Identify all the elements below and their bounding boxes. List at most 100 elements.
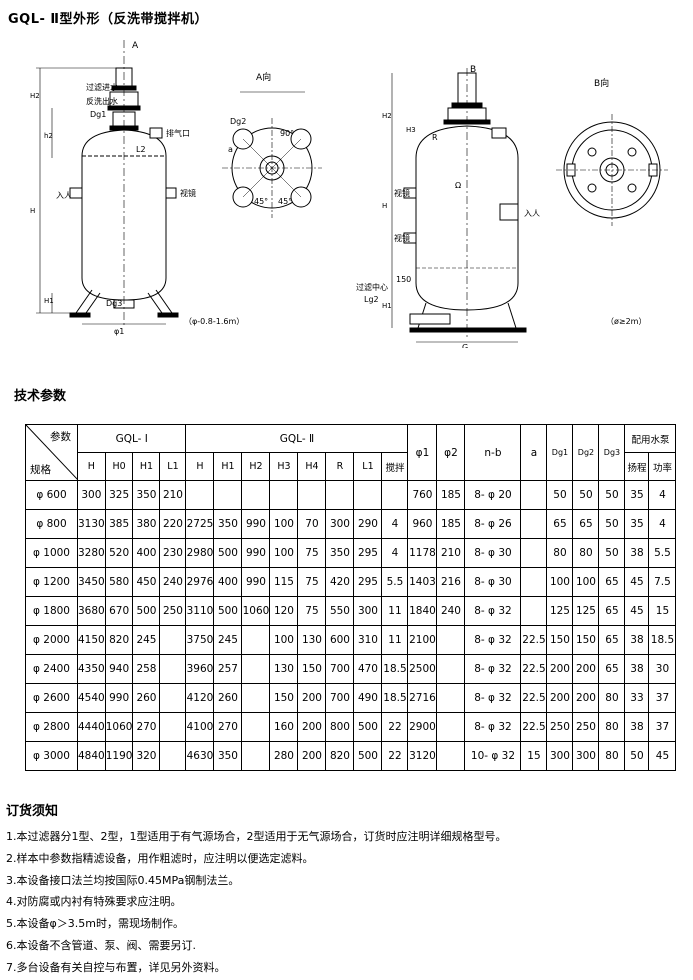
- value-cell: 450: [132, 567, 161, 597]
- value-cell: 50: [572, 480, 600, 510]
- value-cell: 490: [353, 683, 383, 713]
- value-cell: 280: [269, 741, 299, 771]
- value-cell: 100: [269, 509, 299, 539]
- value-cell: 500: [213, 538, 243, 568]
- value-cell: 38: [624, 712, 650, 742]
- svg-text:H: H: [382, 202, 387, 210]
- value-cell: 3750: [185, 625, 215, 655]
- value-cell: 500: [213, 596, 243, 626]
- section-title: 技术参数: [14, 389, 67, 404]
- value-cell: 820: [104, 625, 134, 655]
- value-cell: 8- φ 32: [464, 596, 522, 626]
- diagonal-line: [26, 425, 77, 480]
- spec-cell: φ 3000: [25, 741, 78, 771]
- value-cell: 150: [297, 654, 327, 684]
- marker-b: B: [470, 65, 476, 75]
- value-cell: 1403: [407, 567, 438, 597]
- value-cell: 960: [407, 509, 438, 539]
- value-cell: 115: [269, 567, 299, 597]
- svg-text:Ω: Ω: [455, 181, 461, 190]
- value-cell: [436, 683, 466, 713]
- value-cell: 990: [104, 683, 134, 713]
- value-cell: 2716: [407, 683, 438, 713]
- value-cell: 290: [353, 509, 383, 539]
- value-cell: 4350: [77, 654, 106, 684]
- value-cell: [241, 741, 271, 771]
- value-cell: [520, 567, 548, 597]
- value-cell: 230: [159, 538, 187, 568]
- value-cell: 1190: [104, 741, 134, 771]
- subheader-L1: L1: [353, 452, 383, 481]
- value-cell: 300: [572, 741, 600, 771]
- value-cell: [241, 480, 271, 510]
- value-cell: 200: [297, 712, 327, 742]
- value-cell: 150: [546, 625, 574, 655]
- svg-text:150: 150: [396, 275, 411, 284]
- value-cell: 4: [648, 509, 677, 539]
- value-cell: 270: [132, 712, 161, 742]
- value-cell: 15: [648, 596, 677, 626]
- value-cell: [520, 480, 548, 510]
- note-line: 5.本设备φ＞3.5m时，需现场制作。: [6, 917, 184, 931]
- value-cell: [159, 683, 187, 713]
- value-cell: [520, 596, 548, 626]
- subheader-H0: H0: [104, 452, 134, 481]
- value-cell: [436, 712, 466, 742]
- value-cell: 295: [353, 567, 383, 597]
- value-cell: [381, 480, 409, 510]
- header-phi2: φ2: [436, 424, 466, 481]
- value-cell: 22.5: [520, 654, 548, 684]
- label-inlet: 过滤进水: [86, 82, 118, 92]
- svg-text:H: H: [30, 207, 35, 215]
- value-cell: 30: [648, 654, 677, 684]
- value-cell: [241, 712, 271, 742]
- value-cell: 65: [598, 567, 626, 597]
- value-cell: 4: [381, 509, 409, 539]
- subheader-pump-0: 扬程: [624, 452, 650, 481]
- value-cell: 300: [325, 509, 355, 539]
- spec-cell: φ 800: [25, 509, 78, 539]
- label-vent: 排气口: [166, 128, 190, 138]
- value-cell: [436, 741, 466, 771]
- value-cell: 160: [269, 712, 299, 742]
- value-cell: 700: [325, 654, 355, 684]
- value-cell: 350: [132, 480, 161, 510]
- view-b-label: B向: [594, 77, 609, 89]
- value-cell: [241, 625, 271, 655]
- view-a-label: A向: [256, 71, 271, 83]
- subheader-H3: H3: [269, 452, 299, 481]
- value-cell: [269, 480, 299, 510]
- vessel-right: [391, 68, 527, 343]
- value-cell: 258: [132, 654, 161, 684]
- header-gql1: GQL- Ⅰ: [76, 424, 187, 453]
- value-cell: 385: [104, 509, 134, 539]
- value-cell: 3120: [407, 741, 438, 771]
- value-cell: [325, 480, 355, 510]
- value-cell: 22.5: [520, 625, 548, 655]
- subheader-pump-1: 功率: [648, 452, 677, 481]
- header-gql2: GQL- Ⅱ: [185, 424, 409, 453]
- value-cell: 200: [546, 654, 574, 684]
- value-cell: [185, 480, 215, 510]
- value-cell: 400: [132, 538, 161, 568]
- value-cell: 380: [132, 509, 161, 539]
- value-cell: 35: [624, 509, 650, 539]
- label-sightglass: 视镜: [180, 188, 196, 198]
- spec-cell: φ 600: [25, 480, 78, 510]
- header-dg3: Dg3: [598, 424, 626, 481]
- value-cell: 990: [241, 567, 271, 597]
- value-cell: 200: [297, 683, 327, 713]
- svg-text:H3: H3: [406, 126, 416, 134]
- subheader-H1: H1: [213, 452, 243, 481]
- value-cell: [213, 480, 243, 510]
- header-params: 参数: [50, 431, 71, 443]
- value-cell: 257: [213, 654, 243, 684]
- value-cell: 8- φ 26: [464, 509, 522, 539]
- value-cell: 100: [269, 625, 299, 655]
- svg-text:H1: H1: [44, 297, 54, 305]
- value-cell: 600: [325, 625, 355, 655]
- value-cell: 300: [353, 596, 383, 626]
- view-b-note: （ø≥2m）: [606, 317, 646, 326]
